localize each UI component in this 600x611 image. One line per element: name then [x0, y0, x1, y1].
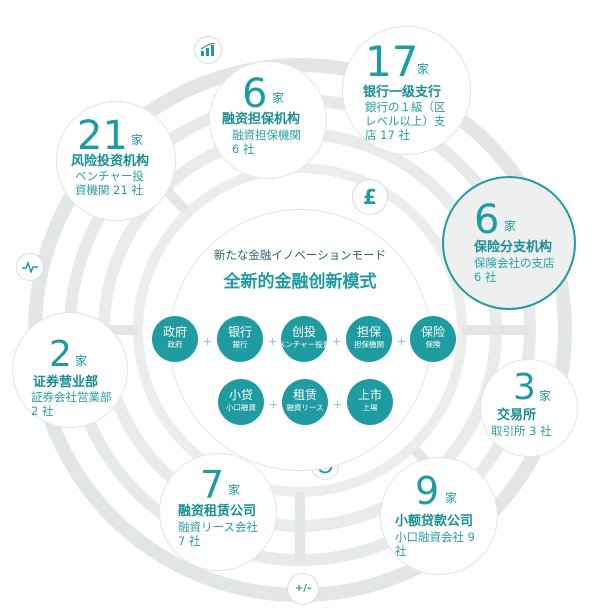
leasing-label-zh: 融资租赁公司 [178, 504, 257, 519]
leasing-count: 7 [200, 463, 225, 507]
node-insurance: 保险保険 [410, 316, 456, 362]
leasing-unit: 家 [228, 483, 241, 497]
bubble-securities: 2 家 证券营业部 証券会社営業部 2 社 [13, 313, 127, 427]
venture-label-ja: ベンチャー投資機関 21 社 [75, 169, 144, 197]
plus-sign: + [332, 335, 342, 348]
bank-label-ja: 銀行の１級（区レベル以上）支店 17 社 [365, 100, 446, 142]
node-leasing: 租赁融資リース [282, 379, 328, 425]
microloan-label-ja: 小口融資会社 9 社 [395, 530, 475, 558]
center-subtitle: 新たな金融イノベーションモード [213, 248, 387, 262]
exchange-count: 3 [513, 367, 536, 408]
venture-unit: 家 [131, 133, 144, 147]
microloan-count: 9 [415, 469, 440, 513]
plus-minus-icon: +/- [288, 574, 318, 604]
bank-unit: 家 [417, 62, 430, 76]
bank-label-zh: 银行一级支行 [363, 85, 442, 100]
pulse-icon [17, 254, 43, 280]
insurance-label-ja: 保険会社の支店 6 社 [474, 256, 555, 284]
securities-unit: 家 [75, 354, 88, 368]
venture-label-zh: 风险投资机构 [71, 154, 150, 169]
exchange-label-zh: 交易所 [497, 408, 537, 423]
securities-label-ja: 証券会社営業部 2 社 [31, 390, 112, 418]
exchange-label-ja: 取引所 3 社 [491, 424, 552, 438]
bubble-exchange: 3 家 交易所 取引所 3 社 [481, 360, 577, 456]
guarantee-label-zh: 融资担保机构 [222, 112, 301, 127]
securities-label-zh: 证券营业部 [33, 375, 99, 390]
node-listing: 上市上場 [347, 379, 393, 425]
plus-sign: + [203, 335, 213, 348]
bubble-insurance: 6 家 保险分支机构 保険会社の支店 6 社 [444, 178, 574, 308]
insurance-unit: 家 [504, 219, 517, 233]
bubble-leasing: 7 家 融资租赁公司 融資リース会社 7 社 [160, 454, 276, 570]
bar-chart-icon [195, 37, 221, 63]
insurance-label-zh: 保险分支机构 [474, 240, 553, 255]
plus-sign: + [397, 335, 407, 348]
center-title: 全新的金融创新模式 [223, 272, 377, 292]
plus-sign: + [268, 335, 278, 348]
node-government: 政府政府 [152, 316, 198, 362]
microloan-unit: 家 [445, 491, 458, 505]
leasing-label-ja: 融資リース会社 7 社 [178, 520, 258, 548]
plus-sign: + [333, 398, 343, 411]
pound-icon: £ [353, 180, 387, 214]
node-guarantee: 担保担保機関 [346, 316, 392, 362]
node-bank: 银行銀行 [217, 316, 263, 362]
guarantee-unit: 家 [272, 91, 285, 105]
guarantee-label-ja: 融資担保機関 6 社 [232, 128, 301, 156]
bubble-bank: 17 家 银行一级支行 銀行の１級（区レベル以上）支店 17 社 [343, 27, 470, 154]
node-microloan: 小贷小口融資 [218, 379, 264, 425]
securities-count: 2 [49, 334, 72, 375]
plus-sign: + [269, 398, 279, 411]
node-venture: 创投ベンチャー投資 [278, 316, 330, 362]
bubble-microloan: 9 家 小额贷款公司 小口融資会社 9 社 [381, 458, 497, 574]
guarantee-count: 6 [242, 71, 268, 117]
microloan-label-zh: 小额贷款公司 [395, 514, 474, 529]
bank-count: 17 [365, 37, 419, 86]
bubble-guarantee: 6 家 融资担保机构 融資担保機関 6 社 [210, 62, 326, 178]
venture-count: 21 [77, 113, 128, 159]
insurance-count: 6 [474, 197, 500, 243]
exchange-unit: 家 [539, 389, 552, 403]
bubble-venture: 21 家 风险投资机构 ベンチャー投資機関 21 社 [57, 102, 175, 220]
